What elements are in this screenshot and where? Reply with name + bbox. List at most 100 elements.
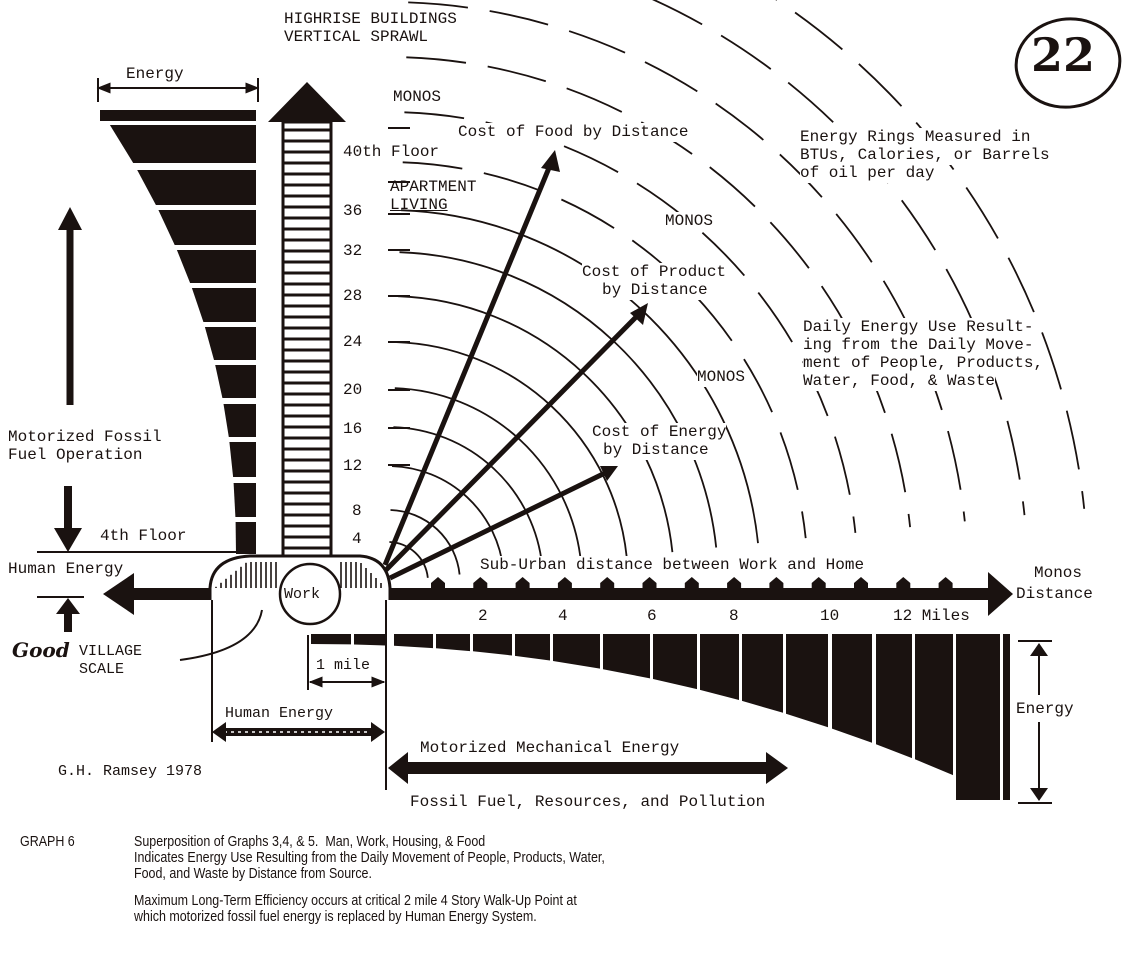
energy-ring [396,341,628,557]
house-icon [854,577,868,590]
food-cost-ray [382,162,554,566]
house-icon [684,577,699,590]
house-icon [431,577,445,590]
funnel-segment [653,634,697,690]
house-icon [727,577,742,590]
energy-ring [391,465,505,570]
funnel-segment [137,170,256,205]
floor-ticks [388,127,410,466]
energy-ring [393,426,544,566]
funnel-segment [233,483,256,517]
axis-tick-label: 10 [820,607,840,625]
funnel-segment [229,442,256,477]
energy-dimension-top [96,78,260,102]
house-markers [431,577,953,590]
house-icon [938,577,953,590]
fossil-fuel-label: Fossil Fuel, Resources, and Pollution [410,793,766,811]
energy-rings [389,0,1086,578]
funnel-segment [235,522,256,554]
funnel-segment [832,634,872,743]
energy-ring [390,509,461,575]
village-label-line2: SCALE [79,661,125,678]
rings-note-line1: Energy Rings Measured in [800,128,1031,147]
human-energy-up-arrow [37,596,84,632]
energy-ring [394,387,582,562]
floor-label: 16 [343,420,363,438]
funnel-segment [354,634,386,646]
funnel-segment [876,634,912,759]
human-energy-label: Human Energy [8,560,124,578]
funnel-segment [915,634,953,776]
monos-low-label: MONOS [697,368,746,387]
product-cost-label-line1: Cost of Product [582,263,727,282]
axis-tick-label: 12 Miles [893,607,970,625]
funnel-segment [394,634,433,649]
axis-right-arrowhead [988,572,1013,616]
energy-ring [406,56,911,528]
funnel-segment [223,404,256,437]
product-cost-label-line2: by Distance [602,281,708,300]
floor-label: 20 [343,381,363,399]
monos-distance-line2: Distance [1016,585,1093,603]
energy-ring [775,0,1086,509]
motorized-up-arrow [58,207,82,405]
house-icon [811,577,826,590]
fourth-floor-label: 4th Floor [100,527,187,545]
monos-top-label: MONOS [393,88,442,106]
food-cost-label: Cost of Food by Distance [458,123,689,142]
energy-ring [408,1,966,522]
axis-tick-label: 2 [478,607,488,625]
funnel-segment [700,634,739,700]
funnel-segment [100,110,256,121]
village-label-line1: VILLAGE [79,643,143,660]
funnel-segment [109,125,257,163]
funnel-segment [204,327,256,360]
house-icon [557,577,572,590]
product-cost-ray [384,311,642,572]
handwritten-good: Good [12,638,70,662]
floor-label: 32 [343,242,363,260]
caption-line1: Superposition of Graphs 3,4, & 5. Man, W… [134,834,486,850]
floor-label: 12 [343,457,363,475]
funnel-segment [436,634,470,652]
author-label: G.H. Ramsey 1978 [58,763,203,780]
highrise-title-line1: HIGHRISE BUILDINGS [284,10,457,28]
work-label: Work [284,586,321,603]
energy-cost-label-line1: Cost of Energy [592,423,727,442]
energy-cost-label-line2: by Distance [603,441,709,460]
floor-label: 28 [343,287,363,305]
motorized-down-arrow [54,486,82,552]
energy-cost-ray [388,470,607,581]
human-energy-bottom-label: Human Energy [225,705,334,722]
cost-rays [382,150,648,581]
work-circle [278,562,342,626]
daily-note-line2: ing from the Daily Move- [803,336,1034,355]
funnel-segment [553,634,600,669]
funnel-segment [473,634,512,656]
rings-note-line3: of oil per day [800,164,935,183]
house-icon [769,577,784,590]
axis-tick-label: 8 [729,607,739,625]
monos-mid-label: MONOS [665,212,714,231]
axis-left-arrowhead [103,573,134,615]
funnel-segment [515,634,550,661]
energy-ring [652,0,1026,516]
daily-note-line3: ment of People, Products, [803,354,1044,373]
horizontal-energy-funnel [311,634,1010,800]
page-number: 22 [1031,28,1096,82]
fortieth-floor-label: 40th Floor [343,143,440,161]
energy-right-label: Energy [1016,700,1074,719]
caption-line5: which motorized fossil fuel energy is re… [134,909,537,925]
house-icon [642,577,657,590]
funnel-segment [742,634,783,713]
caption-line2: Indicates Energy Use Resulting from the … [134,850,605,866]
daily-note-line4: Water, Food, & Waste [803,372,996,391]
house-icon [600,577,615,590]
motorized-energy-arrow [388,752,788,784]
axis-tick-label: 4 [558,607,568,625]
floor-label: 8 [352,502,362,520]
funnel-segment [158,210,256,245]
highrise-tower [268,82,346,560]
funnel-segment [191,288,256,322]
